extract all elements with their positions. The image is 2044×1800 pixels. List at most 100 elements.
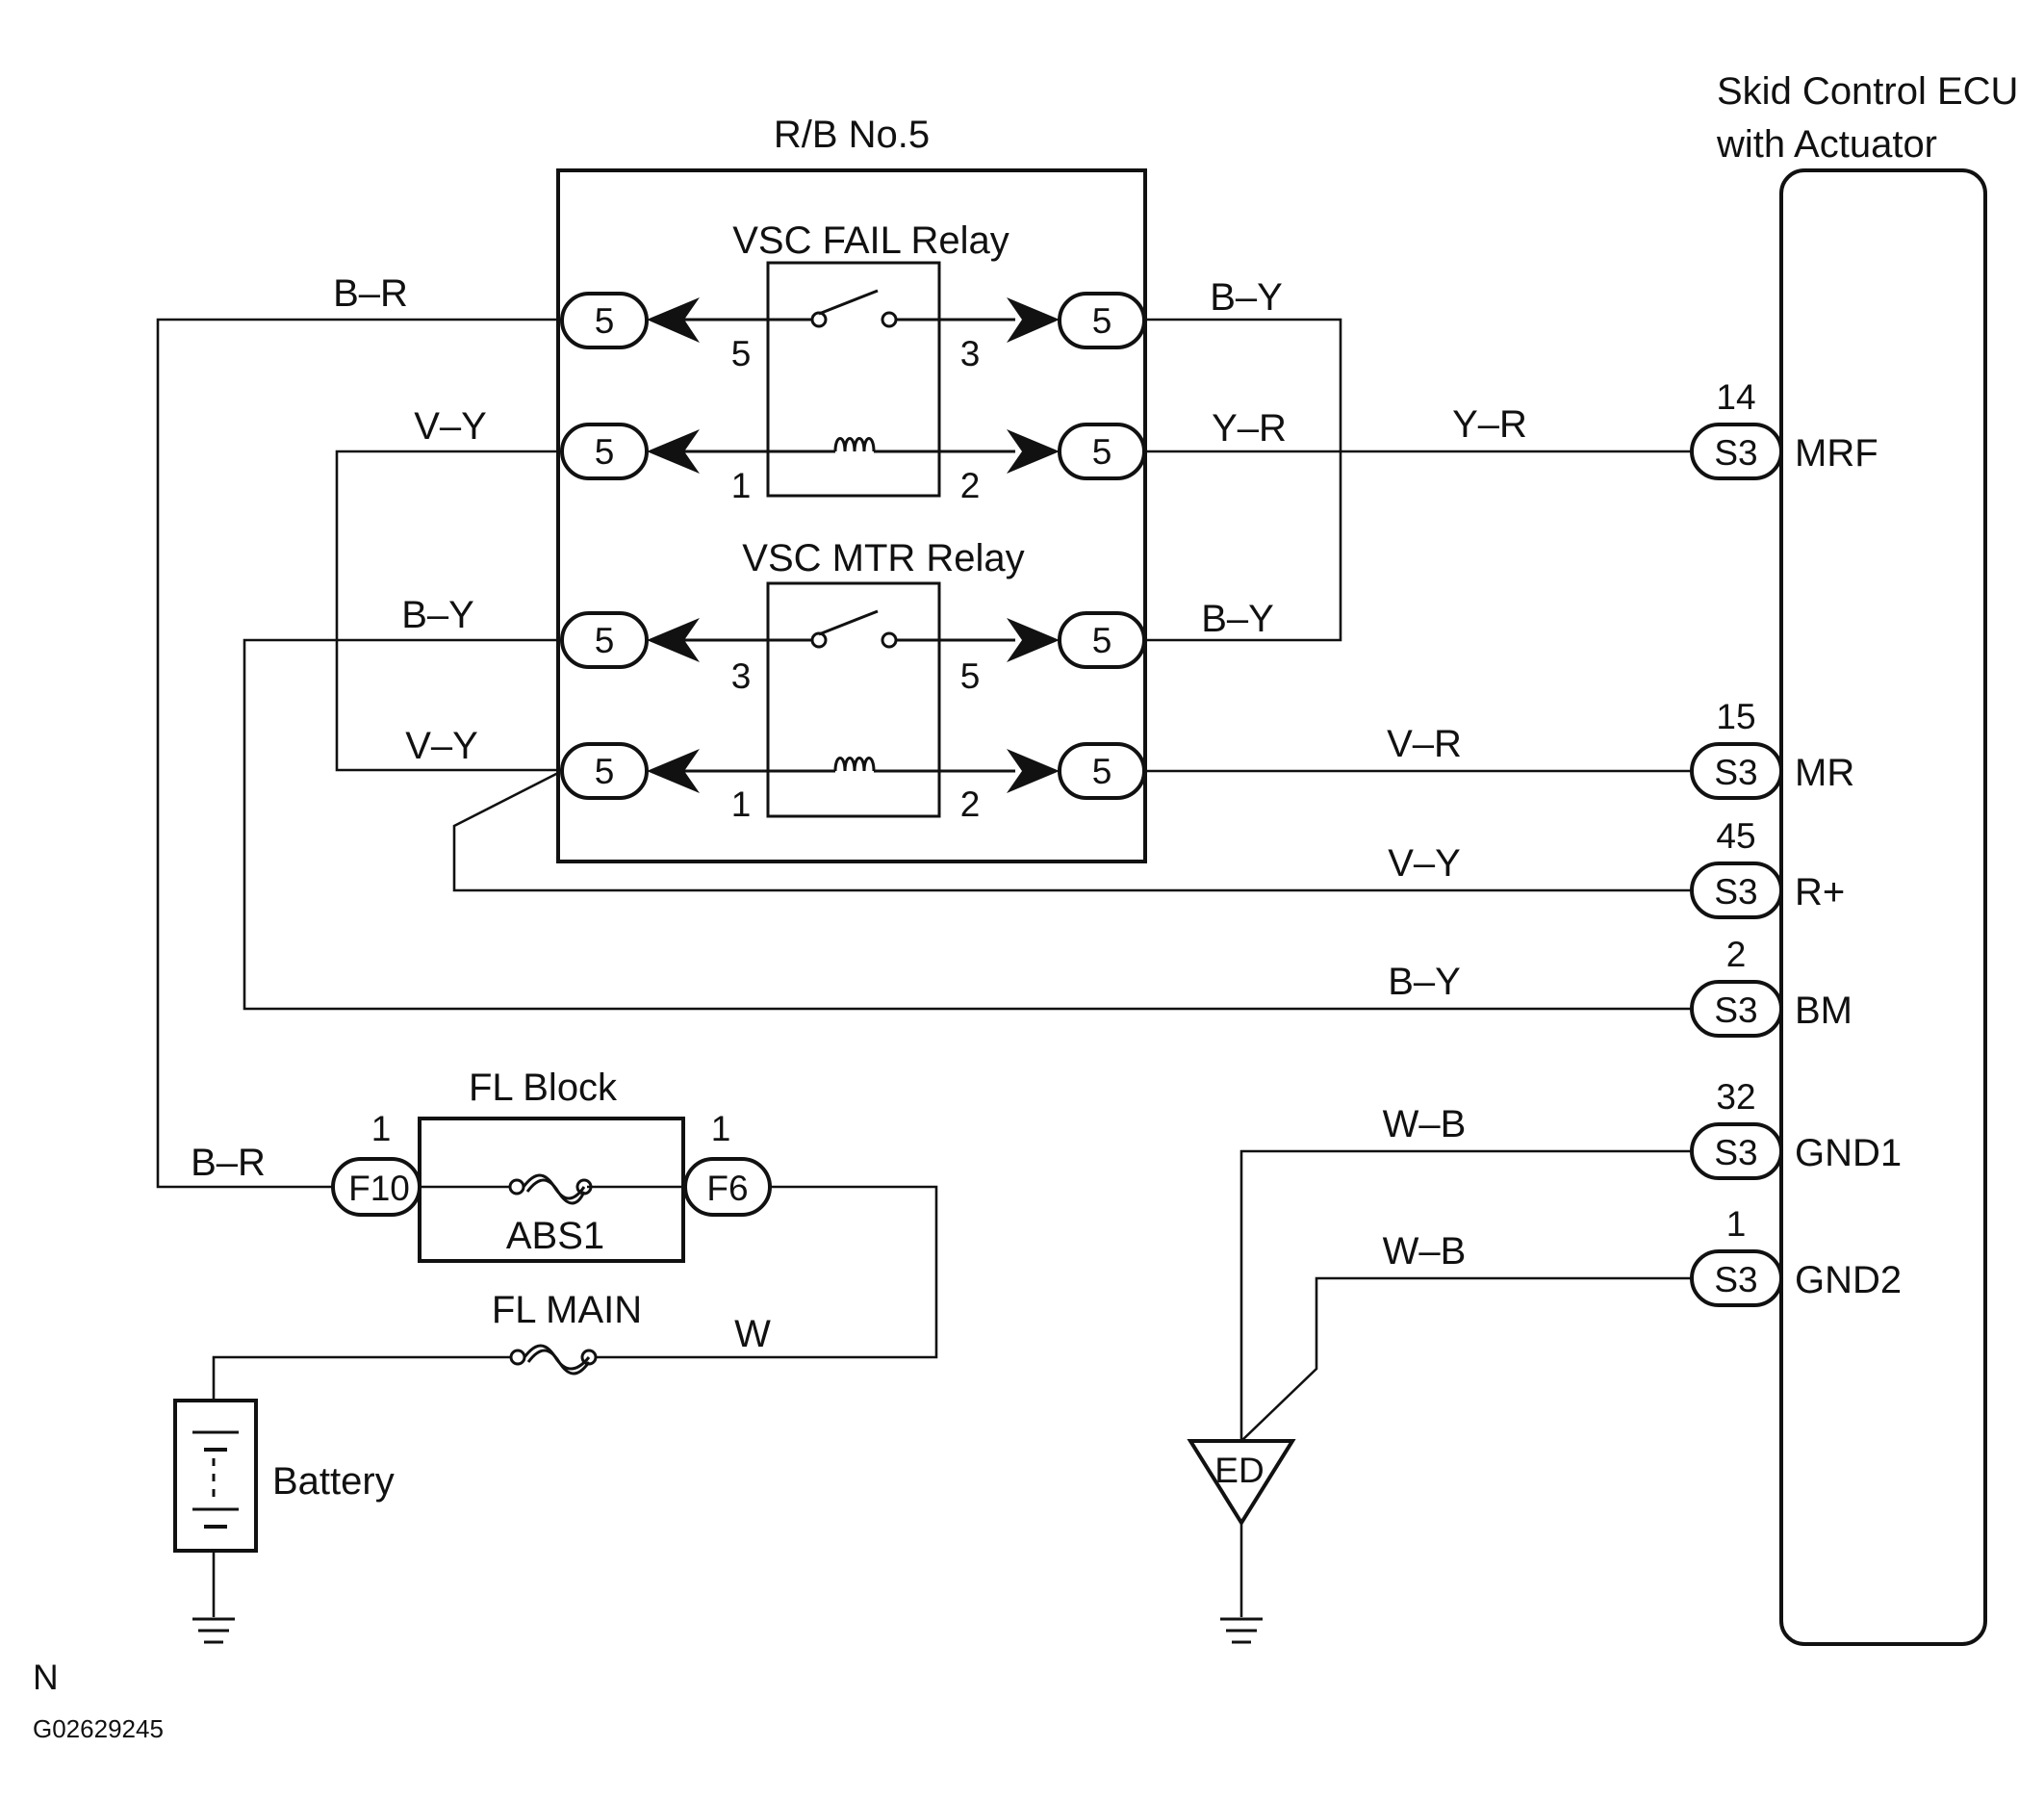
wire-v-y-loop <box>335 450 566 772</box>
ecu-connector-mrf <box>1690 423 1783 480</box>
wire-label-battery-feed: B–R <box>191 1142 266 1184</box>
ecu-connector-label: S3 <box>1714 753 1757 792</box>
wire-label-right-top: B–Y <box>1210 276 1283 319</box>
wire-b-y-bm <box>243 638 1694 1011</box>
fl-left-pin: 1 <box>371 1109 392 1148</box>
ecu-title-line1: Skid Control ECU <box>1717 70 2018 113</box>
relay2-switch-blade <box>818 609 879 636</box>
relay2-pin-5: 5 <box>960 656 981 696</box>
relay1-coil-icon <box>833 437 876 452</box>
connector-left-3-label: 5 <box>595 621 615 660</box>
relay2-title: VSC MTR Relay <box>742 537 1024 579</box>
arrow-right-4-icon <box>1007 749 1060 793</box>
arrow-left-2-icon <box>647 429 700 474</box>
connector-right-2 <box>1058 423 1146 480</box>
ecu-terminal-name: BM <box>1795 990 1852 1032</box>
ecu-connector-label: S3 <box>1714 433 1757 473</box>
ecu-wire-label: W–B <box>1383 1103 1467 1145</box>
ecu-terminal-name: MR <box>1795 752 1854 794</box>
relay2-contact-b <box>881 631 898 649</box>
ecu-terminal-pin: 14 <box>1716 377 1755 417</box>
ecu-connector-mr <box>1690 742 1783 800</box>
arrow-right-1-icon <box>1007 297 1060 343</box>
relay2-pin-2: 2 <box>960 784 981 824</box>
relay1-pin-3: 3 <box>960 334 981 373</box>
ecu-body <box>1779 168 1987 1646</box>
arrow-right-3-icon <box>1007 618 1060 662</box>
ecu-terminal-name: R+ <box>1795 871 1845 913</box>
arrow-left-1-icon <box>647 297 700 343</box>
relay1-pin-1: 1 <box>731 466 752 505</box>
relay2-contact-a <box>810 631 828 649</box>
ground-battery <box>192 1617 235 1644</box>
battery-outline <box>173 1399 258 1553</box>
fl-right-pin: 1 <box>711 1109 731 1148</box>
fl-main: FL MAIN <box>492 1289 642 1376</box>
ecu-wire-label: Y–R <box>1452 403 1527 446</box>
connector-f10 <box>331 1157 422 1217</box>
abs1-fuse-icon-2 <box>525 1178 586 1205</box>
ecu-connector-r <box>1690 861 1783 919</box>
connector-right-3 <box>1058 611 1146 669</box>
battery-label: Battery <box>272 1460 395 1503</box>
relay2-coil-icon <box>833 757 876 772</box>
fl-main-fuse-icon-2 <box>526 1349 591 1376</box>
relay2-pin-3: 3 <box>731 656 752 696</box>
wire-b-r <box>156 318 566 1189</box>
ecu-terminal-pin: 15 <box>1716 697 1755 736</box>
connector-right-4-label: 5 <box>1092 752 1112 791</box>
wire-w-b-gnd2 <box>1240 1276 1694 1442</box>
wire-b-y-right <box>1143 318 1342 642</box>
relay-block-outline <box>556 168 1147 863</box>
wire-label-left-2: V–Y <box>414 405 487 448</box>
relay1-switch-blade <box>818 289 879 316</box>
ecu-terminal-pin: 32 <box>1716 1077 1755 1117</box>
wire-label-left-3: B–Y <box>401 594 474 636</box>
relay1-contact-a <box>810 311 828 328</box>
abs1-fuse-end-a <box>508 1178 525 1196</box>
fl-main-fuse-end-a <box>509 1349 526 1366</box>
ecu-connector-label: S3 <box>1714 872 1757 912</box>
wire-label-left-top: B–R <box>333 272 408 315</box>
ecu-connector-label: S3 <box>1714 1260 1757 1299</box>
connector-left-1-label: 5 <box>595 301 615 341</box>
ecu-connector-label: S3 <box>1714 990 1757 1030</box>
ecu-connector-gnd1 <box>1690 1122 1783 1180</box>
abs1-label: ABS1 <box>506 1215 604 1257</box>
connector-right-4 <box>1058 742 1146 800</box>
connector-f6 <box>683 1157 772 1217</box>
wire-label-main-feed: W <box>734 1313 771 1355</box>
ecu-terminal-name: GND1 <box>1795 1132 1902 1174</box>
connector-right-3-label: 5 <box>1092 621 1112 660</box>
wire-label-left-4: V–Y <box>405 725 478 767</box>
ecu-title-line2: with Actuator <box>1716 123 1937 166</box>
ed-ground-triangle <box>1187 1439 1296 1527</box>
arrow-right-2-icon <box>1007 429 1060 474</box>
ecu-connector-label: S3 <box>1714 1133 1757 1172</box>
relay-block: R/B No.5 VSC FAIL Relay 5 3 1 2 VSC MTR … <box>556 114 1147 863</box>
ecu-terminals: S314MRFY–RS315MRV–RS345R+V–YS32BMB–YS332… <box>1383 377 1902 1307</box>
connector-f6-label: F6 <box>706 1169 748 1208</box>
relay2-pin-1: 1 <box>731 784 752 824</box>
footer-code: G02629245 <box>33 1714 164 1743</box>
connector-left-4-label: 5 <box>595 752 615 791</box>
wire-v-y-r-plus <box>452 771 1694 892</box>
arrow-left-4-icon <box>647 749 700 793</box>
ecu-connector-bm <box>1690 980 1783 1038</box>
fl-main-label: FL MAIN <box>492 1289 642 1331</box>
relay1-contact-b <box>881 311 898 328</box>
fl-block-title: FL Block <box>469 1067 618 1109</box>
connector-left-2-label: 5 <box>595 432 615 472</box>
wire-label-right-3: B–Y <box>1201 598 1274 640</box>
wire-w <box>597 1185 938 1359</box>
relay1-pin-2: 2 <box>960 466 981 505</box>
ecu-terminal-name: MRF <box>1795 432 1878 475</box>
wire-w-b-gnd1 <box>1239 1149 1694 1441</box>
wire-label-right-2: Y–R <box>1212 407 1287 450</box>
ecu-terminal-pin: 45 <box>1716 816 1755 856</box>
wires <box>156 318 1694 1617</box>
ecu: Skid Control ECU with Actuator <box>1716 70 2018 1646</box>
ecu-wire-label: V–R <box>1387 723 1462 765</box>
battery: Battery <box>173 1399 395 1553</box>
